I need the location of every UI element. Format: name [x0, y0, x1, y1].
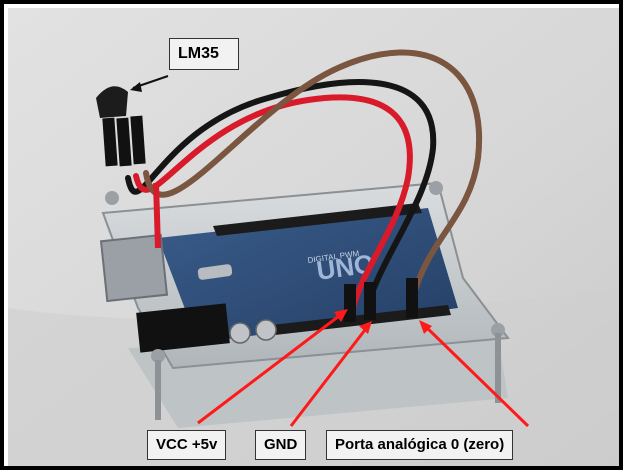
pointer-arrow-gnd — [289, 321, 372, 427]
pin-connector-gnd — [364, 282, 376, 320]
label-analog-port: Porta analógica 0 (zero) — [326, 430, 514, 460]
pin-connector-a0 — [406, 278, 418, 318]
label-gnd: GND — [255, 430, 307, 460]
label-vcc: VCC +5v — [147, 430, 227, 460]
wire-red — [133, 94, 413, 311]
standoff — [155, 360, 161, 420]
label-lm35: LM35 — [169, 38, 239, 70]
arduino-lm35-photo: UNO DIGITAL PWM — [8, 8, 619, 466]
capacitor-2 — [255, 319, 277, 341]
usb-connector — [99, 233, 169, 303]
pointer-arrow-vcc — [197, 309, 348, 425]
case-screw — [151, 349, 165, 363]
pointer-arrow-analog — [419, 320, 530, 428]
pin-connector-vcc — [344, 284, 356, 322]
wire-brown — [143, 49, 483, 301]
standoff — [495, 333, 501, 403]
lm35-sensor — [96, 86, 146, 167]
capacitor-1 — [229, 322, 251, 344]
case-screw — [105, 191, 119, 205]
power-analog-header — [263, 305, 451, 336]
crystal — [197, 264, 233, 280]
power-jack — [136, 303, 230, 353]
pointer-arrow-lm35 — [130, 75, 169, 92]
wire-black — [125, 79, 437, 301]
case-screw — [429, 181, 443, 195]
wire-red-lower — [153, 182, 161, 249]
case-screw — [491, 323, 505, 337]
digital-header — [213, 203, 422, 236]
